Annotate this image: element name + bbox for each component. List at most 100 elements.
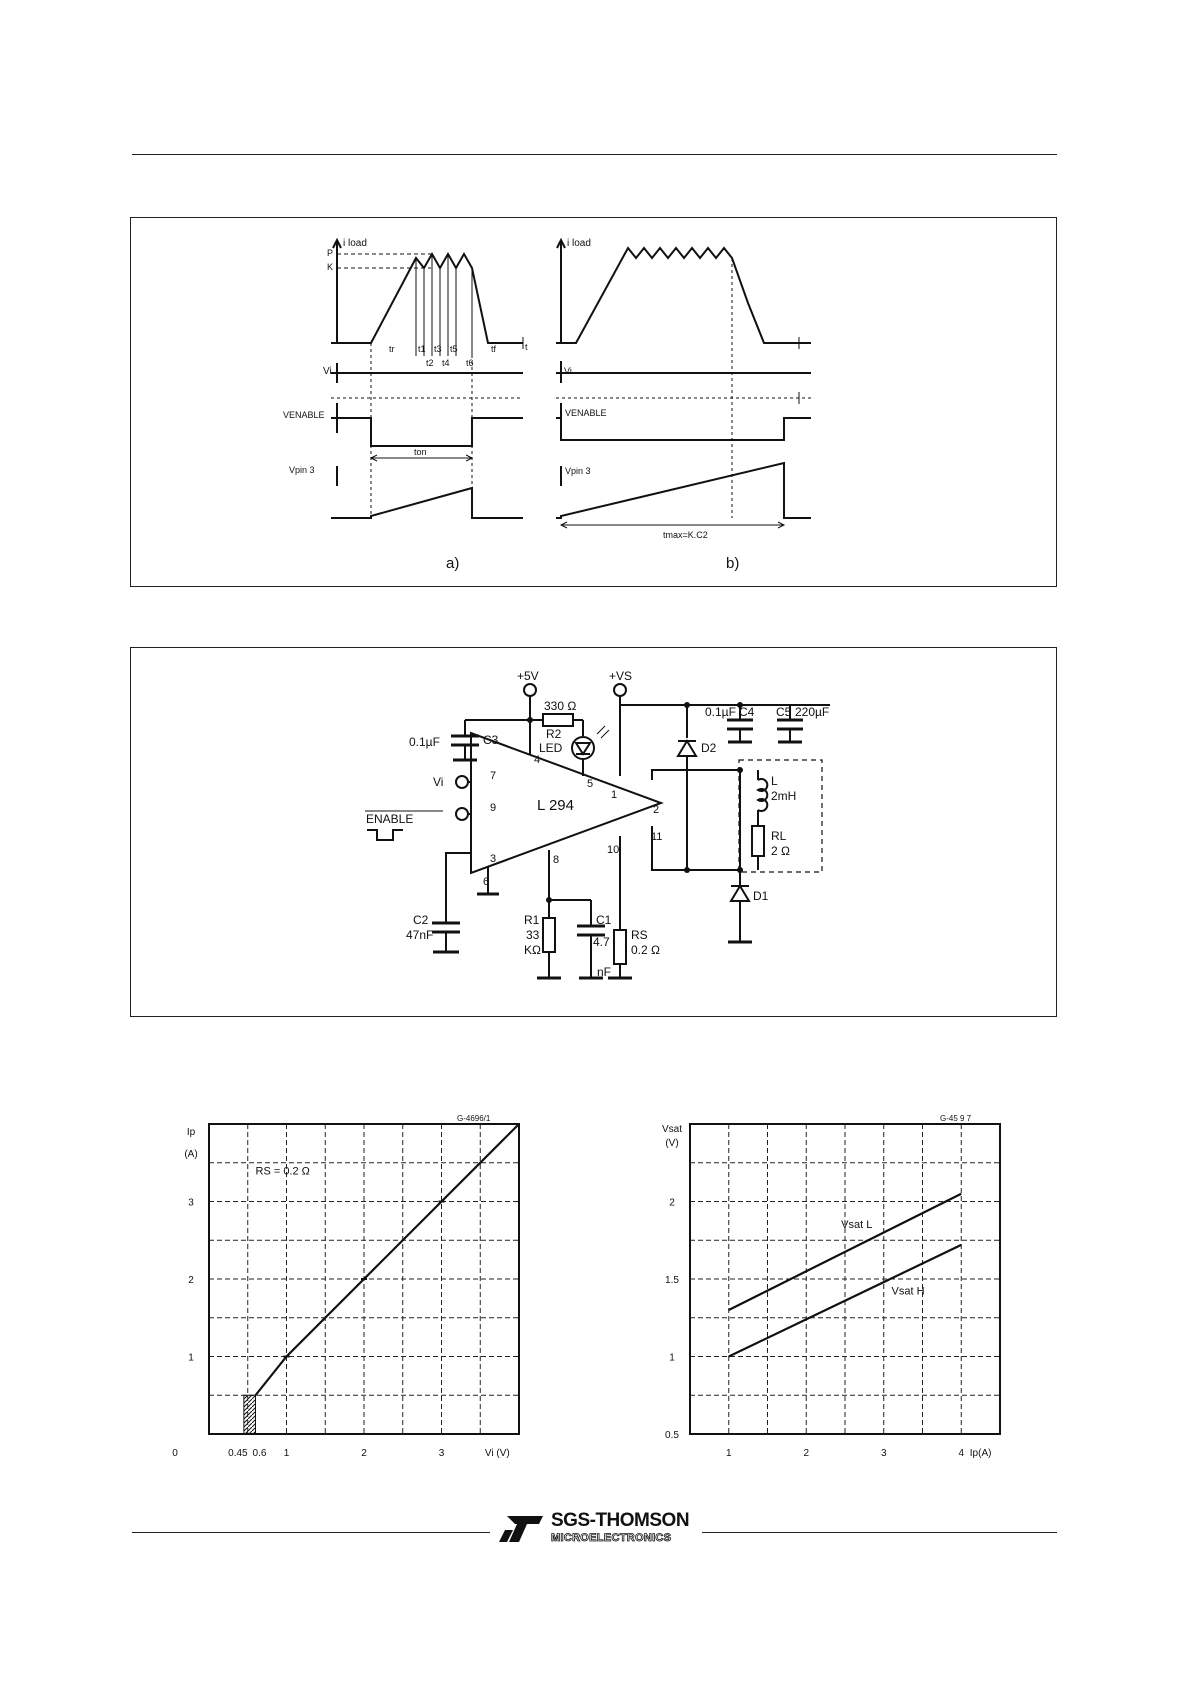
a-vpin3-label: Vpin 3 [289,465,315,475]
c1-value-1: 4.7 [593,935,610,949]
series-label: Vsat H [892,1286,925,1298]
y-tick-label: 1 [669,1353,675,1364]
c5-value: 220µF [795,705,829,719]
a-venable-label: VENABLE [283,410,325,420]
figure-code: G-45 9 7 [940,1115,972,1123]
pin-2: 2 [653,804,659,816]
x-tick-label: 1 [726,1448,732,1459]
c3-label: C3 [483,733,499,747]
a-k-label: K [327,262,333,272]
rs-value: 0.2 Ω [631,943,660,957]
r2-label: R2 [546,727,562,741]
r1-value-2: KΩ [524,943,541,957]
x-axis-label: Vi (V) [485,1448,510,1459]
a-t3-label: t3 [434,344,442,354]
a-ton-label: ton [414,447,427,457]
y-tick-label: 2 [188,1275,194,1286]
r1-value-1: 33 [526,928,540,942]
b-tmax-label: tmax=K.C2 [663,530,708,540]
r1-label: R1 [524,913,540,927]
enable-input-label: ENABLE [366,812,413,826]
b-vi-label: Vi [564,366,572,376]
pin-10: 10 [607,844,619,856]
a-tr-label: tr [389,344,395,354]
y-tick-label: 1 [188,1353,194,1364]
x-tick-label: 0.45 [228,1448,248,1459]
brand-name: SGS-THOMSON [551,1510,690,1531]
y-tick-label: 2 [669,1198,675,1209]
c5-label: C5 [776,705,792,719]
a-t6-label: t6 [466,358,474,368]
series-line [728,1192,962,1311]
y-tick-label: 1.5 [665,1275,679,1286]
d2-label: D2 [701,741,717,755]
rs-annotation: RS = 0.2 Ω [256,1165,310,1177]
load-rl-label: RL [771,829,787,843]
pin-5: 5 [587,778,593,790]
b-venable-label: VENABLE [565,408,607,418]
b-caption: b) [726,555,739,572]
b-vpin3-label: Vpin 3 [565,466,591,476]
chip-label: L 294 [537,797,574,814]
company-logo: SGS-THOMSON MICROELECTRONICS [497,1510,693,1550]
c2-label: C2 [413,913,429,927]
circuit-diagram: L 294 +5V +VS 330 Ω R2 LED 0.1µF C3 0.1µ… [365,669,830,980]
x-tick-label: 0 [172,1448,178,1459]
l294-chip [470,731,664,875]
pin-3: 3 [490,853,496,865]
a-t4-label: t4 [442,358,450,368]
c4-value: 0.1µF [705,705,736,719]
b-iload-label: i load [567,238,591,249]
figure-code: G-4696/1 [457,1115,491,1123]
pin-8: 8 [553,854,559,866]
x-tick-label: 4 [958,1448,964,1459]
footer-rule-left [132,1532,490,1533]
pin-1: 1 [611,789,617,801]
pin-11: 11 [651,831,662,843]
chart-ip-vi-plot: 0 0.45 0.6 1 2 3 1 2 3 Ip (A) Vi (V) G-4696/1 RS = 0.… [172,1114,520,1459]
load-rl-value: 2 Ω [771,844,790,858]
series-line [728,1243,962,1358]
a-iload-label: i load [343,238,367,249]
series-label: Vsat L [841,1219,872,1231]
supply-5v-label: +5V [517,669,539,683]
pin-9: 9 [490,802,496,814]
x-tick-label: 1 [284,1448,290,1459]
circuit-figure: L 294 +5V +VS 330 Ω R2 LED 0.1µF C3 0.1µ… [130,647,1057,1017]
y-tick-label: 3 [188,1198,194,1209]
a-p-label: P [327,248,333,258]
c1-value-2: nF [597,965,611,979]
a-caption: a) [446,555,459,572]
a-t5-label: t5 [450,344,458,354]
brand-sub: MICROELECTRONICS [551,1532,672,1545]
pin-7: 7 [490,770,496,782]
chart-ip-vs-vi: 0 0.45 0.6 1 2 3 1 2 3 Ip (A) Vi (V) G-4696/1 RS = 0.… [160,1114,530,1485]
x-tick-label: 2 [361,1448,367,1459]
st-logo-icon [499,1516,543,1542]
y-axis-label: Ip [187,1127,196,1138]
a-tf-label: tf [491,344,497,354]
supply-vs-label: +VS [609,669,632,683]
c4-label: C4 [739,705,755,719]
y-axis-unit: (V) [665,1138,678,1149]
r2-value: 330 Ω [544,699,576,713]
a-t-axis-1: t [525,342,528,352]
rs-label: RS [631,928,648,942]
x-tick-label: 0.6 [253,1448,267,1459]
c2-value: 47nF [406,928,433,942]
x-tick-label: 3 [439,1448,445,1459]
x-tick-label: 2 [803,1448,809,1459]
led-label: LED [539,741,563,755]
vi-input-label: Vi [433,775,443,789]
d1-label: D1 [753,889,769,903]
a-t2-label: t2 [426,358,434,368]
load-l-value: 2mH [771,789,796,803]
pin-4: 4 [534,754,540,766]
load-l-label: L [771,774,778,788]
y-axis-unit: (A) [184,1149,197,1160]
x-axis-label: Ip(A) [970,1448,992,1459]
c1-label: C1 [596,913,612,927]
waveform-diagram: i load P K tr t1 t3 t5 tf t2 t4 t6 t Vi … [283,237,811,572]
